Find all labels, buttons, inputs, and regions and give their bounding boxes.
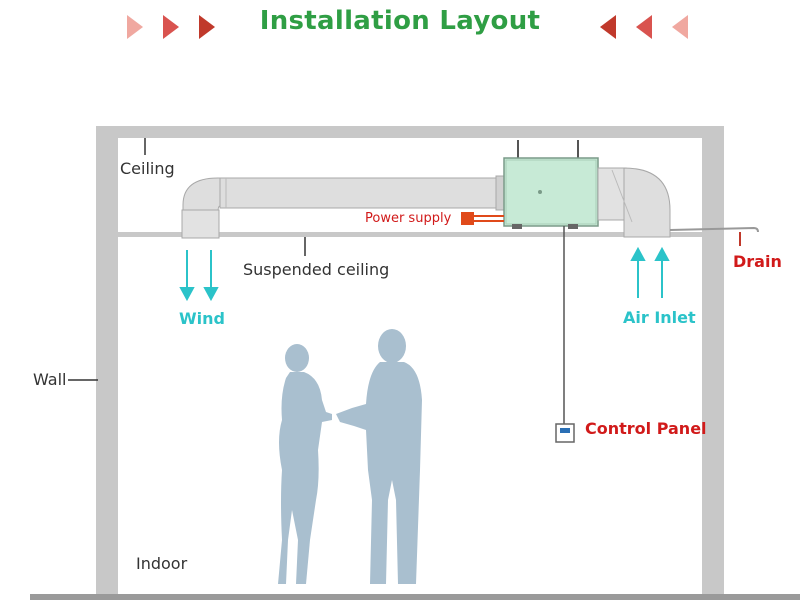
return-duct-elbow — [597, 167, 671, 238]
ventilation-unit — [503, 140, 599, 229]
chevron-right-icon — [127, 15, 143, 39]
power-supply-box — [461, 212, 474, 225]
control-panel-label: Control Panel — [585, 419, 707, 438]
supply-duct — [219, 177, 503, 209]
decorative-arrows-left — [127, 15, 215, 39]
ceiling-slab — [96, 126, 724, 138]
ceiling-label: Ceiling — [120, 159, 175, 178]
chevron-right-icon — [163, 15, 179, 39]
wind-label: Wind — [179, 309, 225, 328]
suspended-ceiling-label: Suspended ceiling — [243, 260, 390, 279]
decorative-arrows-right — [600, 15, 688, 39]
right-wall — [702, 126, 724, 596]
air-inlet-label: Air Inlet — [623, 308, 696, 327]
chevron-left-icon — [600, 15, 616, 39]
left-wall — [96, 126, 118, 596]
people-silhouette — [278, 329, 422, 584]
drain-pipe — [669, 226, 759, 233]
drain-label: Drain — [733, 252, 782, 271]
duct-collar — [495, 175, 505, 211]
suspended-ceiling-line — [118, 232, 702, 237]
floor — [30, 594, 800, 600]
chevron-left-icon — [672, 15, 688, 39]
chevron-right-icon — [199, 15, 215, 39]
supply-duct-elbow — [181, 177, 223, 239]
air-inlet-arrows — [630, 246, 670, 298]
wall-label: Wall — [33, 370, 67, 389]
control-panel-screen — [560, 428, 570, 433]
power-supply-label: Power supply — [365, 211, 452, 226]
chevron-left-icon — [636, 15, 652, 39]
indoor-label: Indoor — [136, 554, 188, 573]
wind-arrows — [179, 250, 219, 302]
page-title: Installation Layout — [259, 6, 541, 36]
